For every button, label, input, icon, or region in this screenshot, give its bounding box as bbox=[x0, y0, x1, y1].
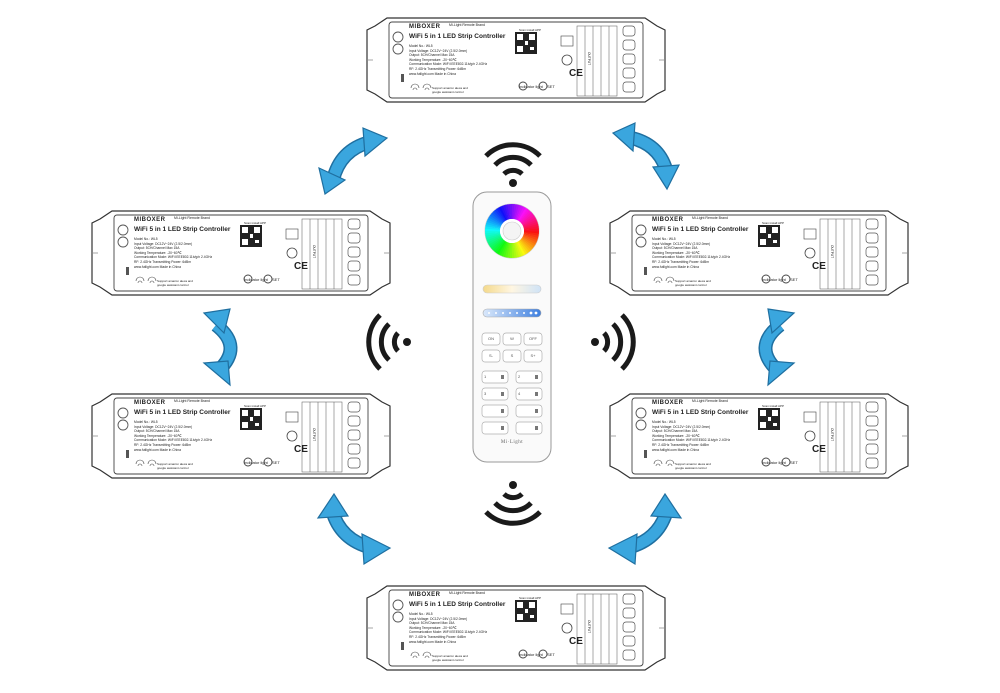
indicator-light-label: Indicator light bbox=[762, 277, 786, 282]
remote-speed-button[interactable]: S bbox=[510, 353, 514, 358]
zone-1-label: 1 bbox=[484, 374, 487, 379]
controller-right-lower: MIBOXER Mi-Light Remote Brand WiFi 5 in … bbox=[608, 392, 910, 480]
zone-2-label: 2 bbox=[518, 374, 521, 379]
controller-title: WiFi 5 in 1 LED Strip Controller bbox=[409, 601, 506, 608]
controller-right-upper: MIBOXER Mi-Light Remote Brand WiFi 5 in … bbox=[608, 209, 910, 297]
signal-right-icon bbox=[591, 313, 636, 371]
ce-mark: CE bbox=[812, 261, 826, 272]
ce-mark: CE bbox=[569, 68, 583, 79]
controller-title: WiFi 5 in 1 LED Strip Controller bbox=[134, 409, 231, 416]
set-button-label[interactable]: SET bbox=[790, 277, 798, 282]
scan-app-label: Scan install APP bbox=[244, 404, 267, 408]
controller-title: WiFi 5 in 1 LED Strip Controller bbox=[409, 33, 506, 40]
ce-mark: CE bbox=[294, 444, 308, 455]
remote-on-button[interactable]: ON bbox=[488, 336, 494, 341]
color-temp-slider bbox=[482, 284, 542, 294]
controller-brand: MIBOXER bbox=[652, 217, 684, 223]
output-label: OUTPUT bbox=[587, 52, 591, 66]
rgb-remote: ON W OFF S- S S+ 1 2 3 4 Mi·Light bbox=[472, 191, 552, 463]
controller-brand: MIBOXER bbox=[652, 400, 684, 406]
scan-app-label: Scan install APP bbox=[244, 221, 267, 225]
controller-bottom: MIBOXER Mi-Light Remote Brand WiFi 5 in … bbox=[365, 584, 667, 672]
output-label: OUTPUT bbox=[587, 620, 591, 634]
indicator-light-label: Indicator light bbox=[762, 460, 786, 465]
ce-mark: CE bbox=[294, 261, 308, 272]
controller-top: MIBOXER Mi-Light Remote Brand WiFi 5 in … bbox=[365, 16, 667, 104]
scan-app-label: Scan install APP bbox=[762, 221, 785, 225]
output-label: OUTPUT bbox=[830, 428, 834, 442]
signal-down-icon bbox=[484, 481, 542, 526]
controller-tagline: Mi-Light Remote Brand bbox=[449, 591, 485, 595]
controller-title: WiFi 5 in 1 LED Strip Controller bbox=[652, 409, 749, 416]
scan-app-label: Scan install APP bbox=[762, 404, 785, 408]
output-label: OUTPUT bbox=[312, 428, 316, 442]
set-button-label[interactable]: SET bbox=[547, 84, 555, 89]
controller-brand: MIBOXER bbox=[134, 400, 166, 406]
sync-arrow-top-right bbox=[611, 122, 681, 191]
brightness-slider bbox=[482, 308, 542, 318]
sync-arrow-bottom-left bbox=[316, 492, 392, 566]
sync-arrow-top-left bbox=[318, 127, 389, 196]
scan-app-label: Scan install APP bbox=[519, 596, 542, 600]
remote-speed-up-button[interactable]: S+ bbox=[530, 353, 536, 358]
controller-tagline: Mi-Light Remote Brand bbox=[174, 216, 210, 220]
color-wheel[interactable] bbox=[485, 204, 539, 258]
controller-tagline: Mi-Light Remote Brand bbox=[692, 216, 728, 220]
indicator-light-label: Indicator light bbox=[519, 84, 543, 89]
output-label: OUTPUT bbox=[830, 245, 834, 259]
set-button-label[interactable]: SET bbox=[272, 460, 280, 465]
indicator-light-label: Indicator light bbox=[244, 277, 268, 282]
set-button-label[interactable]: SET bbox=[547, 652, 555, 657]
remote-white-button[interactable]: W bbox=[510, 336, 514, 341]
scan-app-label: Scan install APP bbox=[519, 28, 542, 32]
remote-speed-down-button[interactable]: S- bbox=[489, 353, 493, 358]
set-button-label[interactable]: SET bbox=[272, 277, 280, 282]
zone-4-label: 4 bbox=[518, 391, 521, 396]
controller-tagline: Mi-Light Remote Brand bbox=[692, 399, 728, 403]
controller-brand: MIBOXER bbox=[409, 592, 441, 598]
ce-mark: CE bbox=[812, 444, 826, 455]
sync-arrow-right-middle bbox=[758, 308, 796, 387]
controller-title: WiFi 5 in 1 LED Strip Controller bbox=[652, 226, 749, 233]
controller-tagline: Mi-Light Remote Brand bbox=[174, 399, 210, 403]
set-button-label[interactable]: SET bbox=[790, 460, 798, 465]
controller-left-upper: MIBOXER Mi-Light Remote Brand WiFi 5 in … bbox=[90, 209, 392, 297]
controller-title: WiFi 5 in 1 LED Strip Controller bbox=[134, 226, 231, 233]
controller-tagline: Mi-Light Remote Brand bbox=[449, 23, 485, 27]
controller-left-lower: MIBOXER Mi-Light Remote Brand WiFi 5 in … bbox=[90, 392, 392, 480]
sync-arrow-bottom-right bbox=[607, 492, 683, 566]
sync-arrow-left-middle bbox=[202, 308, 238, 387]
indicator-light-label: Indicator light bbox=[519, 652, 543, 657]
output-label: OUTPUT bbox=[312, 245, 316, 259]
remote-off-button[interactable]: OFF bbox=[529, 336, 537, 341]
controller-brand: MIBOXER bbox=[134, 217, 166, 223]
signal-up-icon bbox=[484, 142, 542, 187]
controller-brand: MIBOXER bbox=[409, 24, 441, 30]
remote-brand: Mi·Light bbox=[500, 440, 524, 445]
ce-mark: CE bbox=[569, 636, 583, 647]
indicator-light-label: Indicator light bbox=[244, 460, 268, 465]
signal-left-icon bbox=[366, 313, 411, 371]
zone-3-label: 3 bbox=[484, 391, 487, 396]
